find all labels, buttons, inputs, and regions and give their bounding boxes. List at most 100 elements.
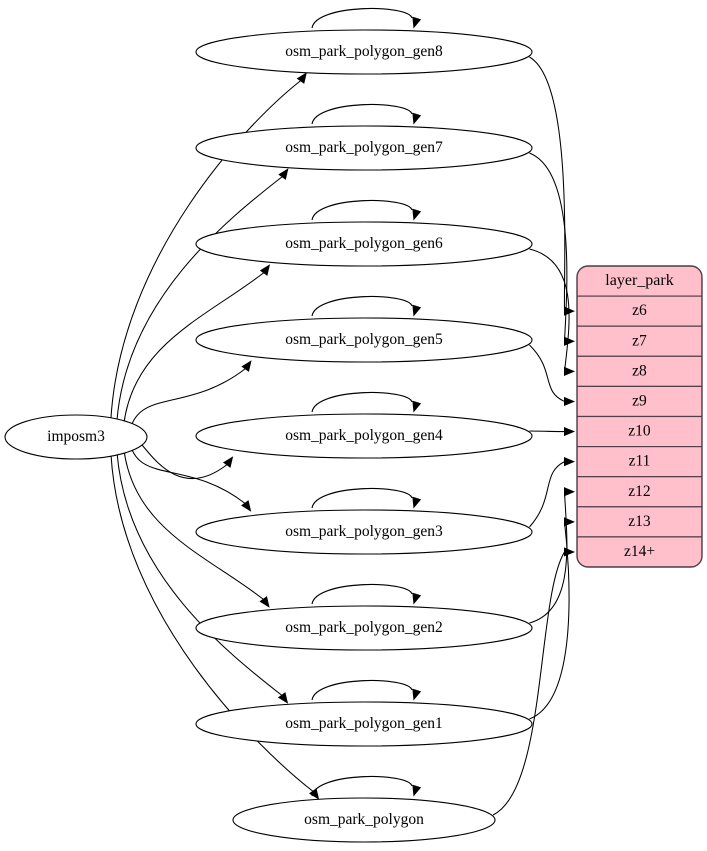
- edge-arrow-osm_park_polygon_gen7-to-z7: [564, 336, 575, 346]
- node-osm_park_polygon_gen1-shape[interactable]: [195, 701, 533, 747]
- self-loop-arrow-osm_park_polygon_gen6: [412, 208, 422, 221]
- node-osm_park_polygon_gen4[interactable]: osm_park_polygon_gen4: [195, 413, 533, 459]
- self-loop-arrow-osm_park_polygon_gen7: [412, 112, 422, 125]
- node-osm_park_polygon-label: osm_park_polygon: [304, 811, 424, 828]
- table-header-label: layer_park: [605, 272, 673, 289]
- node-osm_park_polygon_gen5-shape[interactable]: [195, 317, 533, 363]
- node-imposm3-label: imposm3: [47, 428, 105, 445]
- edge-imposm3-to-osm_park_polygon_gen5: [129, 367, 247, 431]
- edge-arrow-imposm3-to-osm_park_polygon_gen8: [296, 72, 307, 84]
- edges-imposm3-to-polygons: [110, 72, 320, 800]
- edge-arrow-osm_park_polygon_gen3-to-z11: [564, 457, 575, 467]
- edges-polygons-to-layer: [492, 56, 575, 816]
- table-cells: [577, 266, 702, 567]
- node-osm_park_polygon_gen7-shape[interactable]: [195, 125, 533, 171]
- table-cell-label-z11: z11: [629, 453, 651, 470]
- table-row-z11[interactable]: [577, 446, 702, 478]
- node-osm_park_polygon_gen8-label: osm_park_polygon_gen8: [285, 43, 443, 60]
- edge-arrow-imposm3-to-osm_park_polygon_gen7: [278, 168, 289, 180]
- self-loop-osm_park_polygon_gen4: [311, 391, 413, 413]
- edge-imposm3-to-osm_park_polygon_gen7: [116, 175, 283, 422]
- self-loop-arrow-osm_park_polygon_gen4: [412, 400, 422, 413]
- table-row-z12[interactable]: [577, 476, 702, 508]
- table-row-z13[interactable]: [577, 506, 702, 538]
- node-osm_park_polygon_gen3[interactable]: osm_park_polygon_gen3: [195, 509, 533, 555]
- table-cell-label-z6: z6: [632, 302, 647, 319]
- self-loop-arrow-osm_park_polygon_gen3: [412, 496, 422, 509]
- table-row-z14+[interactable]: [577, 536, 702, 567]
- node-osm_park_polygon-shape[interactable]: [232, 797, 496, 843]
- edge-imposm3-to-osm_park_polygon_gen2: [123, 449, 265, 601]
- table-row-z7[interactable]: [577, 325, 702, 357]
- self-loop-osm_park_polygon_gen8: [311, 7, 413, 29]
- edge-osm_park_polygon_gen3-to-z11: [529, 461, 565, 528]
- layer-park-table[interactable]: layer_park z6 z7 z8 z9 z10 z11 z12 z13 z14+: [576, 265, 703, 568]
- self-loop-osm_park_polygon_gen7: [311, 103, 413, 125]
- node-osm_park_polygon_gen4-label: osm_park_polygon_gen4: [285, 427, 443, 444]
- edge-arrow-imposm3-to-osm_park_polygon_gen1: [277, 692, 289, 704]
- edge-osm_park_polygon_gen8-to-z6: [529, 56, 566, 312]
- table-cell-label-z10: z10: [628, 423, 651, 440]
- edge-osm_park_polygon_gen4-to-z10: [529, 430, 565, 433]
- self-loop-arrow-osm_park_polygon_gen5: [412, 304, 422, 317]
- edge-imposm3-to-osm_park_polygon_gen8: [110, 79, 302, 419]
- table-cell-label-z9: z9: [632, 393, 647, 410]
- edge-arrow-osm_park_polygon_gen5-to-z9: [564, 396, 575, 407]
- node-osm_park_polygon_gen6-shape[interactable]: [195, 221, 533, 267]
- self-loop-osm_park_polygon_gen2: [311, 583, 413, 605]
- edge-imposm3-to-osm_park_polygon_gen3: [129, 443, 246, 505]
- graph-nodes: imposm3 osm_park_polygon_gen8 osm_park_pol…: [4, 29, 533, 843]
- self-loop-arrow-osm_park_polygon_gen2: [412, 592, 422, 605]
- self-loop-arrow-osm_park_polygon_gen8: [412, 16, 422, 29]
- edge-arrow-osm_park_polygon_gen2-to-z12: [564, 487, 575, 497]
- node-osm_park_polygon_gen7-label: osm_park_polygon_gen7: [285, 139, 443, 156]
- node-osm_park_polygon_gen6-label: osm_park_polygon_gen6: [285, 235, 443, 252]
- self-loop-arrow-osm_park_polygon: [412, 784, 422, 797]
- edge-imposm3-to-osm_park_polygon: [110, 455, 314, 793]
- node-osm_park_polygon_gen1[interactable]: osm_park_polygon_gen1: [195, 701, 533, 747]
- edge-arrow-osm_park_polygon_gen6-to-z8: [564, 366, 575, 376]
- table-row-z9[interactable]: [577, 385, 702, 418]
- edge-osm_park_polygon_gen5-to-z9: [529, 344, 565, 402]
- node-osm_park_polygon_gen4-shape[interactable]: [195, 413, 533, 459]
- self-loop-osm_park_polygon_gen3: [311, 487, 413, 509]
- table-cell-label-z13: z13: [628, 513, 651, 530]
- node-osm_park_polygon_gen1-label: osm_park_polygon_gen1: [285, 715, 443, 732]
- node-osm_park_polygon_gen2[interactable]: osm_park_polygon_gen2: [195, 605, 533, 651]
- node-osm_park_polygon_gen7[interactable]: osm_park_polygon_gen7: [195, 125, 533, 171]
- node-osm_park_polygon_gen5-label: osm_park_polygon_gen5: [285, 331, 443, 348]
- node-imposm3[interactable]: imposm3: [4, 414, 148, 460]
- table-cell-label-z12: z12: [628, 483, 650, 500]
- edge-arrow-osm_park_polygon_gen4-to-z10: [564, 426, 575, 437]
- self-loop-osm_park_polygon_gen6: [311, 199, 413, 221]
- self-loop-osm_park_polygon_gen1: [311, 679, 413, 701]
- node-osm_park_polygon_gen3-shape[interactable]: [195, 509, 533, 555]
- edge-arrow-imposm3-to-osm_park_polygon_gen2: [259, 596, 270, 608]
- edge-osm_park_polygon_gen1-to-z13: [529, 521, 570, 720]
- node-osm_park_polygon_gen2-label: osm_park_polygon_gen2: [285, 619, 443, 636]
- table-cell-label-z14+: z14+: [624, 543, 655, 560]
- edge-osm_park_polygon_gen7-to-z7: [529, 152, 568, 342]
- edge-osm_park_polygon_gen2-to-z12: [529, 491, 568, 624]
- node-osm_park_polygon_gen8-shape[interactable]: [195, 29, 533, 75]
- table-cell-label-z8: z8: [632, 362, 647, 379]
- self-loop-osm_park_polygon: [311, 775, 413, 797]
- edge-arrow-imposm3-to-osm_park_polygon_gen5: [241, 360, 252, 372]
- node-osm_park_polygon_gen8[interactable]: osm_park_polygon_gen8: [195, 29, 533, 75]
- node-osm_park_polygon_gen2-shape[interactable]: [195, 605, 533, 651]
- edge-arrow-imposm3-to-osm_park_polygon_gen3: [241, 500, 252, 512]
- node-osm_park_polygon_gen3-label: osm_park_polygon_gen3: [285, 523, 443, 540]
- table-outline: [576, 265, 703, 568]
- node-osm_park_polygon[interactable]: osm_park_polygon: [232, 797, 496, 843]
- edge-osm_park_polygon_gen6-to-z8: [529, 248, 570, 372]
- node-imposm3-shape[interactable]: [4, 414, 148, 460]
- table-cell-label-z7: z7: [632, 332, 647, 349]
- node-osm_park_polygon_gen6[interactable]: osm_park_polygon_gen6: [195, 221, 533, 267]
- edge-arrow-osm_park_polygon_gen1-to-z13: [564, 517, 575, 527]
- self-loop-osm_park_polygon_gen5: [311, 295, 413, 317]
- node-osm_park_polygon_gen5[interactable]: osm_park_polygon_gen5: [195, 317, 533, 363]
- edge-arrow-imposm3-to-osm_park_polygon_gen4: [222, 456, 234, 468]
- table-row-z10[interactable]: [577, 415, 702, 448]
